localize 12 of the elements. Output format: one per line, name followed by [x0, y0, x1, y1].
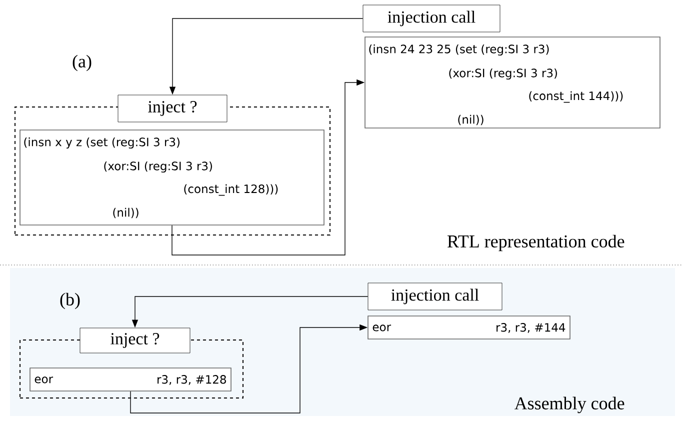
code-box: eor r3, r3, #144: [368, 316, 570, 340]
call-box: injection call: [362, 4, 500, 32]
caption-text: Assembly code: [514, 396, 624, 414]
code-box: eor r3, r3, #128: [30, 368, 232, 392]
panel-label: (b): [60, 292, 80, 310]
call-box: injection call: [368, 282, 502, 310]
decision-box: inject ?: [118, 94, 228, 122]
code-box: (insn x y z (set (reg:SI 3 r3) (xor:SI (reg:SI 3 r3) (const_int 128))) (nil)): [20, 130, 324, 226]
panel-label: (a): [72, 54, 92, 72]
code-box: (insn 24 23 25 (set (reg:SI 3 r3) (xor:SI (reg:SI 3 r3) (const_int 144))) (nil)): [364, 36, 660, 128]
caption-text: RTL representation code: [447, 234, 624, 252]
decision-box: inject ?: [80, 328, 190, 354]
